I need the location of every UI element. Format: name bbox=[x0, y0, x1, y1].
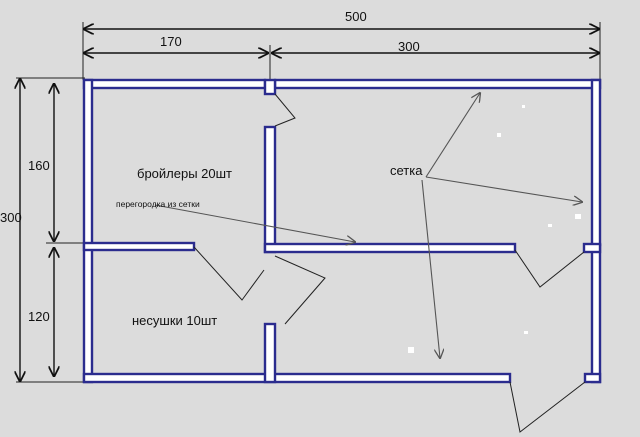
mesh-arrow-up bbox=[425, 93, 480, 178]
dim-total-height-label: 300 bbox=[0, 210, 22, 225]
wall-center-lower bbox=[263, 322, 277, 384]
door-bottom-right bbox=[509, 381, 586, 433]
wall-bottom-right bbox=[583, 372, 602, 384]
label-mesh: сетка bbox=[390, 163, 423, 178]
room-label-layers: несушки 10шт bbox=[132, 313, 217, 328]
dim-upper-height-label: 160 bbox=[28, 158, 50, 173]
dim-left-width-label: 170 bbox=[160, 34, 182, 49]
wall-left bbox=[82, 78, 94, 384]
dim-lower-height-label: 120 bbox=[28, 309, 50, 324]
mesh-arrow-down bbox=[421, 179, 440, 358]
wall-right-lower bbox=[590, 243, 602, 384]
mesh-arrow-right bbox=[425, 176, 582, 202]
dim-total-width-label: 500 bbox=[345, 9, 367, 24]
specks bbox=[408, 105, 581, 353]
dim-right-width-label: 300 bbox=[398, 39, 420, 54]
extension-lines bbox=[16, 22, 601, 383]
room-label-broilers: бройлеры 20шт bbox=[137, 166, 232, 181]
wall-top-right bbox=[273, 78, 602, 90]
door-top-center bbox=[274, 93, 296, 127]
partition-right-stub bbox=[582, 242, 602, 254]
wall-bottom-left bbox=[82, 372, 512, 384]
partition-right bbox=[263, 242, 517, 254]
mesh-arrows bbox=[154, 93, 582, 358]
door-center-lower bbox=[274, 255, 326, 325]
wall-center-upper bbox=[263, 125, 277, 254]
door-right-partition bbox=[514, 249, 585, 288]
partition-note-arrow bbox=[154, 204, 355, 242]
door-left-partition bbox=[193, 246, 265, 301]
partition-left bbox=[82, 241, 196, 252]
door-swings bbox=[193, 93, 586, 433]
walls bbox=[82, 78, 602, 384]
wall-center-stub-top bbox=[263, 78, 277, 96]
wall-top-left bbox=[82, 78, 267, 90]
wall-right-upper bbox=[590, 78, 602, 247]
label-partition-note: перегородка из сетки bbox=[116, 199, 200, 209]
